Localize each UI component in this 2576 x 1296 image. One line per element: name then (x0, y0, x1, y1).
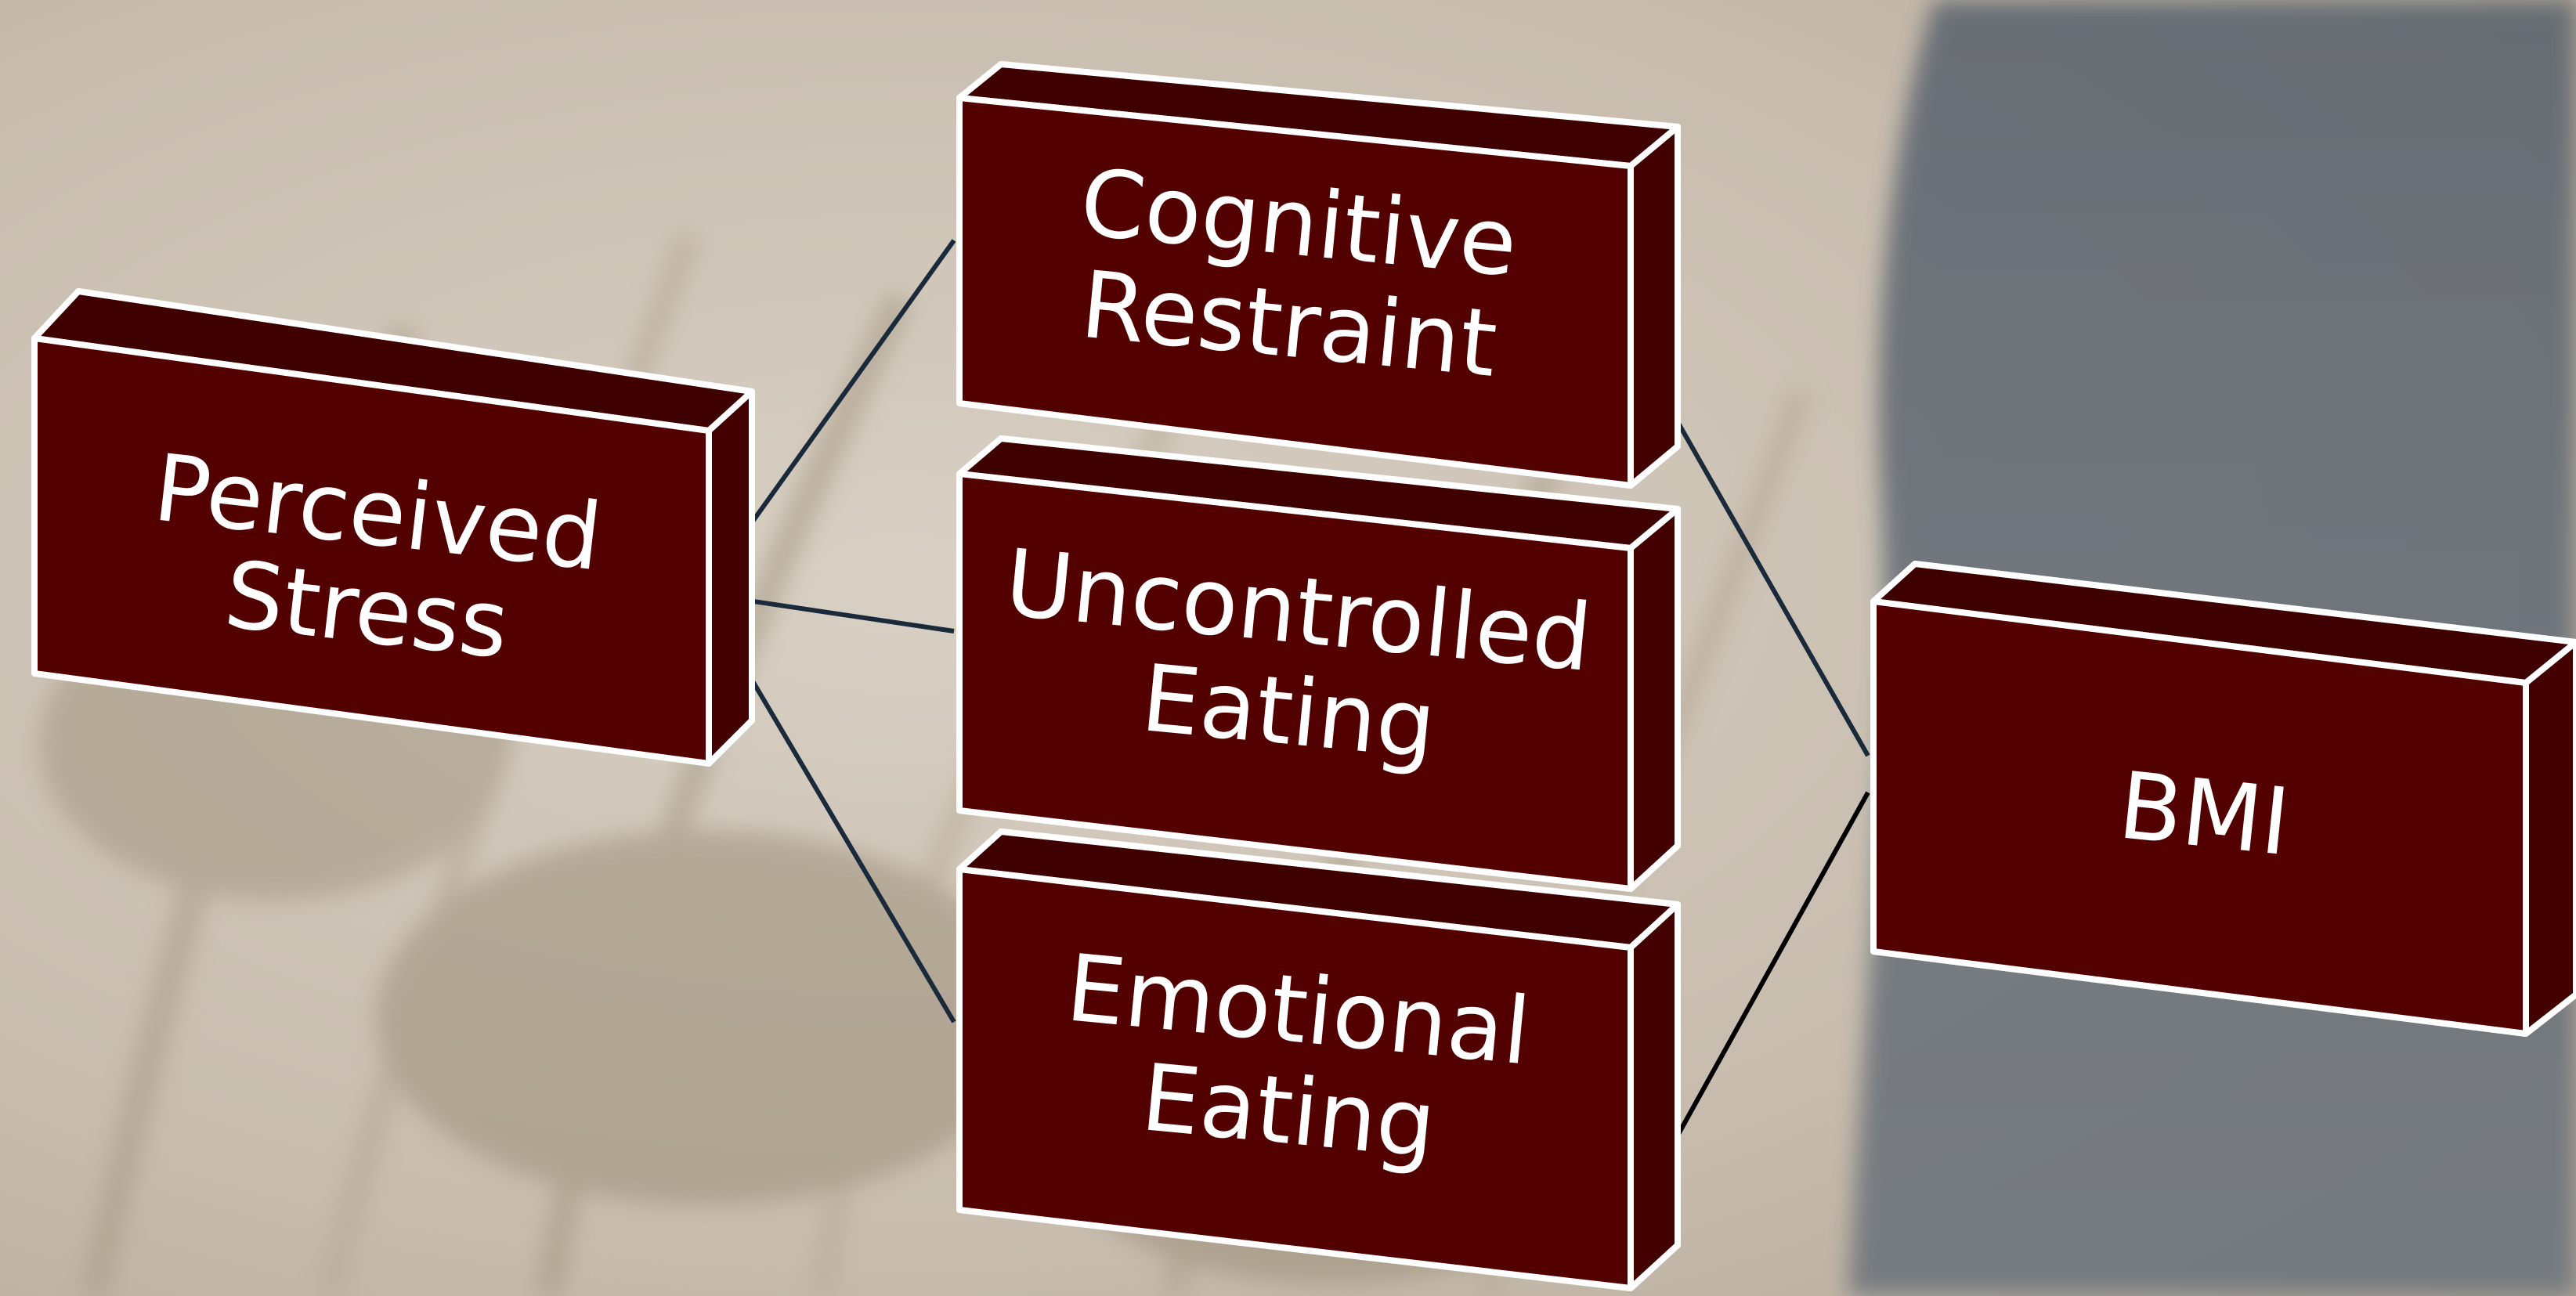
edge-emotional-eating-to-bmi (1675, 791, 1870, 1137)
node-bmi-line1: BMI (2114, 751, 2295, 876)
node-cognitive-restraint: Cognitive Restraint (956, 61, 1681, 489)
node-emotional-eating: Emotional Eating (956, 829, 1681, 1291)
node-perceived-stress: Perceived Stress (31, 288, 755, 767)
node-uncontrolled-eating: Uncontrolled Eating (956, 435, 1681, 892)
node-bmi: BMI (1870, 561, 2576, 1037)
